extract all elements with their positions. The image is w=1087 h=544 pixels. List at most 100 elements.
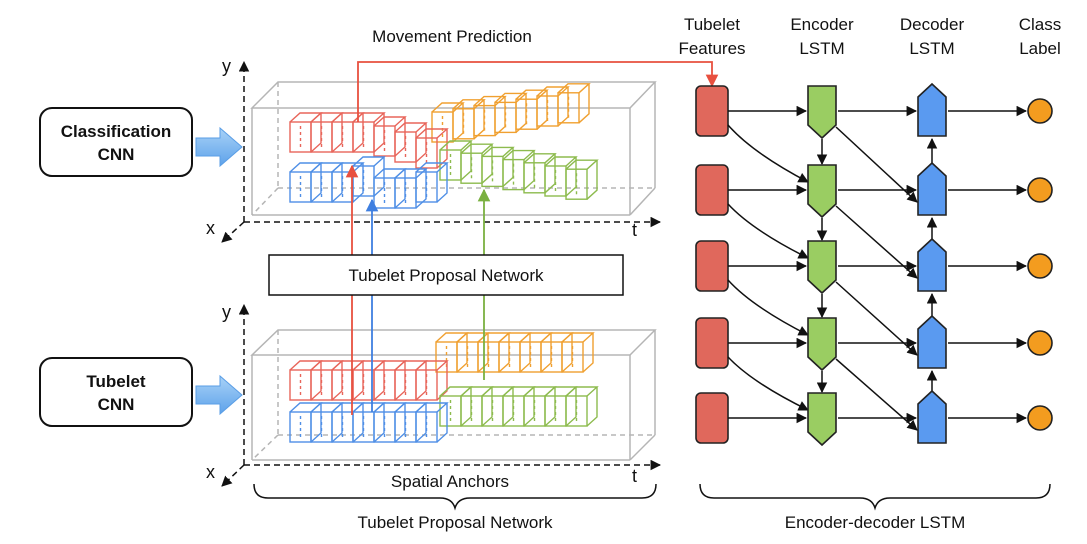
header-label-line2: Label — [1019, 39, 1061, 58]
tubelet-cube — [481, 386, 515, 427]
tubelet-cube — [373, 402, 407, 443]
classification-cnn-line1: Classification — [61, 122, 172, 141]
tubelet-top-blue — [289, 156, 449, 209]
encoder-lstm-cell — [807, 240, 837, 295]
decoder-lstm-cell — [917, 82, 947, 137]
header-features-line2: Features — [678, 39, 745, 58]
tubelet-cube — [352, 156, 386, 197]
header-encoder-line2: LSTM — [799, 39, 844, 58]
header-encoder-line1: Encoder — [790, 15, 854, 34]
tubelet-cnn-line1: Tubelet — [86, 372, 146, 391]
top-t-axis-label: t — [632, 220, 637, 240]
top-axes — [221, 60, 662, 243]
tubelet-cube — [502, 386, 536, 427]
tubelet-cube — [289, 112, 323, 153]
tubelet-cnn-box: Tubelet CNN — [39, 357, 193, 427]
bottom-t-axis-label: t — [632, 466, 637, 486]
tubelet-cube — [519, 332, 553, 373]
bottom-y-axis-label: y — [222, 302, 231, 322]
bottom-x-axis-label: x — [206, 462, 215, 482]
block-arrow-bottom — [195, 374, 243, 416]
tubelet-cube — [523, 386, 557, 427]
tubelet-cube — [557, 83, 591, 124]
tubelet-cube — [394, 402, 428, 443]
feature-curve-arrow — [727, 279, 809, 336]
decoder-lstm-cell — [917, 237, 947, 292]
class-label-node — [1027, 405, 1053, 431]
left-brace — [253, 483, 657, 511]
tubelet-cube — [561, 332, 595, 373]
encoder-lstm-cell — [807, 317, 837, 372]
feature-curve-arrow — [727, 203, 809, 259]
tubelet-top-green — [439, 140, 599, 200]
top-y-axis-label: y — [222, 56, 231, 76]
tubelet-proposal-network-box: Tubelet Proposal Network — [268, 254, 624, 296]
right-brace — [699, 483, 1051, 511]
tubelet-feature-block — [695, 392, 729, 444]
tubelet-cube — [289, 402, 323, 443]
encoder-decoder-lstm — [695, 82, 1053, 447]
lstm-row — [695, 237, 1053, 356]
tubelet-cube — [460, 386, 494, 427]
tubelet-cube — [415, 162, 449, 203]
tubelet-cube — [331, 360, 365, 401]
tubelet-feature-block — [695, 240, 729, 292]
bottom-right-label: Encoder-decoder LSTM — [785, 513, 965, 532]
lstm-row — [695, 314, 1053, 431]
encoder-curve-arrow — [835, 281, 918, 356]
tubelet-cube — [352, 360, 386, 401]
tubelet-cube — [544, 156, 578, 197]
column-headers: Tubelet Features Encoder LSTM Decoder LS… — [678, 15, 1061, 58]
encoder-lstm-cell — [807, 85, 837, 140]
tubelet-cube — [289, 162, 323, 203]
tubelet-feature-block — [695, 85, 729, 137]
tubelet-bottom-green — [439, 386, 599, 427]
tubelet-cube — [310, 162, 344, 203]
lstm-row — [695, 82, 1053, 203]
tubelet-cube — [502, 149, 536, 191]
class-label-node — [1027, 177, 1053, 203]
tubelet-cube — [289, 360, 323, 401]
tubelet-cube — [544, 386, 578, 427]
encoder-curve-arrow — [835, 205, 918, 279]
feature-curve-arrow — [727, 356, 809, 411]
tubelet-cnn-line2: CNN — [98, 395, 135, 414]
encoder-lstm-cell — [807, 164, 837, 219]
top-x-axis-label: x — [206, 218, 215, 238]
header-features-line1: Tubelet — [684, 15, 740, 34]
decoder-lstm-cell — [917, 314, 947, 369]
tubelet-cube — [540, 332, 574, 373]
tubelet-cube — [373, 116, 407, 157]
tubelet-cube — [498, 332, 532, 373]
tubelet-cube — [352, 402, 386, 443]
tubelet-cube — [460, 143, 494, 184]
header-decoder-line2: LSTM — [909, 39, 954, 58]
header-label-line1: Class — [1019, 15, 1062, 34]
tubelet-cube — [394, 122, 428, 163]
tubelet-bottom-orange — [435, 332, 595, 373]
spatial-anchors-label: Spatial Anchors — [391, 472, 509, 491]
tubelet-feature-block — [695, 317, 729, 369]
top-volume — [250, 81, 657, 216]
class-label-node — [1027, 330, 1053, 356]
encoder-curve-arrow — [835, 358, 918, 431]
proposal-box-label: Tubelet Proposal Network — [349, 266, 544, 285]
bottom-left-label: Tubelet Proposal Network — [358, 513, 553, 532]
tubelet-cube — [373, 360, 407, 401]
block-arrow-top — [195, 126, 243, 168]
header-decoder-line1: Decoder — [900, 15, 965, 34]
decoder-lstm-cell — [917, 389, 947, 444]
encoder-lstm-cell — [807, 392, 837, 447]
tubelet-cube — [310, 402, 344, 443]
classification-cnn-line2: CNN — [98, 145, 135, 164]
class-label-node — [1027, 98, 1053, 124]
tubelet-cube — [481, 146, 515, 188]
tubelet-top-red — [289, 112, 449, 169]
decoder-lstm-cell — [917, 161, 947, 216]
class-label-node — [1027, 253, 1053, 279]
lstm-row — [695, 161, 1053, 279]
bottom-axes — [221, 303, 662, 487]
tubelets-layer — [289, 83, 599, 443]
tubelet-cube — [523, 153, 557, 194]
